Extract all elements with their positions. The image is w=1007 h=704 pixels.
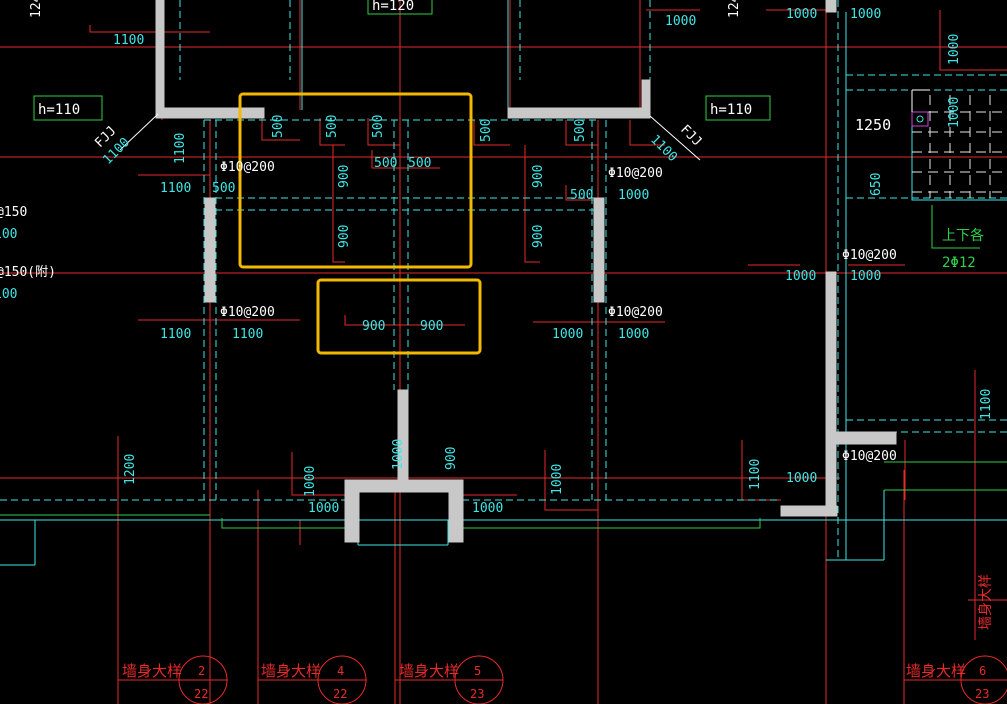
dim-1000-v-bottom-a: 1000 xyxy=(303,466,318,497)
dim-1100-mid-left: 1100 xyxy=(160,327,191,342)
dim-1100-mid-left-2: 1100 xyxy=(232,327,263,342)
section-marker-5-num: 5 xyxy=(474,664,481,678)
green-texts: 上下各 2Φ12 xyxy=(942,228,984,271)
dim-500-right-1: 500 xyxy=(573,119,588,142)
dim-124-left: 124 xyxy=(29,0,44,18)
marker-symbol xyxy=(911,89,930,127)
dim-900-v-4: 900 xyxy=(531,225,546,248)
phi-label-4: Φ10@200 xyxy=(608,305,663,320)
dim-1000-top-1: 1000 xyxy=(665,14,696,29)
dim-1000-v-bottom-b: 1000 xyxy=(391,439,406,470)
phi-label-3: Φ10@200 xyxy=(220,305,275,320)
green-lines xyxy=(0,205,1007,529)
dimension-texts: 1100 1000 1000 1000 1100 500 1100 1100 1… xyxy=(113,7,881,516)
fjj-leaders xyxy=(119,113,701,161)
section-marker-2-sheet: 22 xyxy=(194,687,208,701)
slab-label-top-text: h=120 xyxy=(372,0,414,14)
dim-500-top-1: 500 xyxy=(271,115,286,138)
dim-900-v-1: 900 xyxy=(337,165,352,188)
left-edge-150b: @150(附) xyxy=(0,265,56,280)
section-marker-5-label: 墙身大样 xyxy=(399,662,459,680)
dim-1000-right-top-v2: 1000 xyxy=(947,97,962,128)
dim-650: 650 xyxy=(869,173,884,196)
dim-1200-bottom: 1200 xyxy=(123,454,138,485)
dim-500-top-3: 500 xyxy=(371,115,386,138)
dim-900-h-1: 900 xyxy=(362,319,385,334)
fjj-right: FJJ xyxy=(677,122,704,149)
dim-1000-bottom-left: 1000 xyxy=(308,501,339,516)
section-marker-6[interactable]: 墙身大样 6 23 xyxy=(904,655,1007,704)
dim-900-v-bottom: 900 xyxy=(444,447,459,470)
dim-1100-far-right: 1100 xyxy=(979,389,994,420)
dim-124-right: 124 xyxy=(727,0,742,18)
bars-label: 2Φ12 xyxy=(942,255,976,271)
dim-500-mid-2: 500 xyxy=(408,156,431,171)
section-marker-5[interactable]: 墙身大样 5 23 xyxy=(395,655,504,704)
dim-1000-phi-right: 1000 xyxy=(618,188,649,203)
walls xyxy=(155,0,897,543)
dim-1100-diag-right: 1100 xyxy=(647,132,680,165)
dim-900-v-3: 900 xyxy=(531,165,546,188)
dim-1000-mid-right: 1000 xyxy=(552,327,583,342)
slab-label-left: h=110 xyxy=(33,95,103,121)
dim-1100-left-bar: 1100 xyxy=(160,181,191,196)
dim-1000-right-mid: 1000 xyxy=(785,269,816,284)
tile-grid xyxy=(912,95,1007,198)
dim-1100-v-bottom: 1100 xyxy=(748,459,763,490)
highlight-box-upper[interactable] xyxy=(238,92,473,269)
left-edge-150: @150 xyxy=(0,205,27,220)
section-marker-4-num: 4 xyxy=(337,664,344,678)
section-marker-6-num: 6 xyxy=(979,664,986,678)
section-marker-6-sheet: 23 xyxy=(975,687,989,701)
dim-1000-right-mid-2: 1000 xyxy=(850,269,881,284)
dim-500-top-4: 500 xyxy=(479,119,494,142)
dim-1000-bottom-far: 1000 xyxy=(786,471,817,486)
dim-900-v-2: 900 xyxy=(337,225,352,248)
left-edge-100b: 100 xyxy=(0,287,17,302)
section-marker-4[interactable]: 墙身大样 4 22 xyxy=(258,655,367,704)
cyan-grid-lines xyxy=(0,0,1007,560)
section-marker-2-label: 墙身大样 xyxy=(122,662,182,680)
section-marker-4-sheet: 22 xyxy=(333,687,347,701)
left-edge-100a: 100 xyxy=(0,227,17,242)
dim-500-top-2: 500 xyxy=(325,115,340,138)
dim-1000-right-top-v: 1000 xyxy=(947,34,962,65)
dim-1100-left-vert: 1100 xyxy=(173,133,188,164)
dim-500-mid-1: 500 xyxy=(374,156,397,171)
dim-1100-topleft: 1100 xyxy=(113,33,144,48)
section-marker-5-sheet: 23 xyxy=(470,687,484,701)
highlight-box-lower[interactable] xyxy=(316,278,482,355)
slab-label-top: h=120 xyxy=(367,0,433,15)
white-texts: Φ10@200 Φ10@200 Φ10@200 Φ10@200 Φ10@200 … xyxy=(0,116,897,464)
dim-1000-top-2: 1000 xyxy=(786,7,817,22)
section-marker-2[interactable]: 墙身大样 2 22 xyxy=(118,655,228,704)
dim-1000-v-bottom-c: 1000 xyxy=(550,464,565,495)
slab-label-right-text: h=110 xyxy=(710,102,752,118)
slab-label-right: h=110 xyxy=(705,95,771,121)
section-marker-4-label: 墙身大样 xyxy=(261,662,321,680)
dim-1250: 1250 xyxy=(855,116,891,134)
dim-1000-top-3: 1000 xyxy=(850,7,881,22)
phi-label-2: Φ10@200 xyxy=(608,166,663,181)
section-label-vertical: 墙身大样 xyxy=(978,574,994,630)
dim-1000-mid-right-2: 1000 xyxy=(618,327,649,342)
slab-label-left-text: h=110 xyxy=(38,102,80,118)
dim-1000-bottom-right: 1000 xyxy=(472,501,503,516)
dim-900-h-2: 900 xyxy=(420,319,443,334)
section-marker-2-num: 2 xyxy=(198,664,205,678)
section-marker-6-label: 墙身大样 xyxy=(906,662,966,680)
phi-label-6: Φ10@200 xyxy=(842,449,897,464)
dim-500-right-2: 500 xyxy=(570,188,593,203)
shangxia-label: 上下各 xyxy=(942,228,984,244)
dim-500-left: 500 xyxy=(212,181,235,196)
phi-label-5: Φ10@200 xyxy=(842,248,897,263)
phi-label-1: Φ10@200 xyxy=(220,160,275,175)
